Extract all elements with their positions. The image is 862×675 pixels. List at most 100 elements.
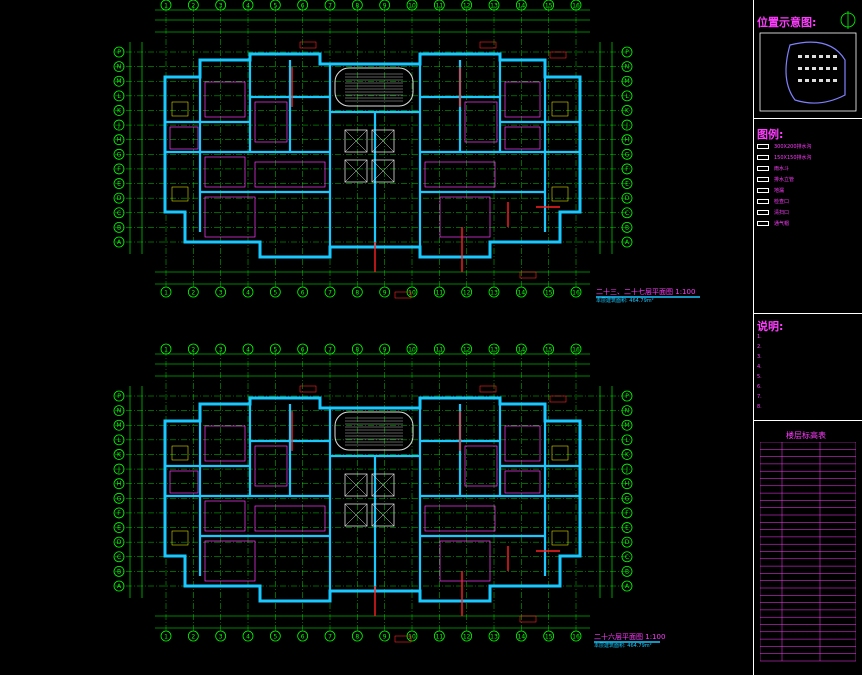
axis-label: 9	[383, 3, 387, 10]
axis-label: E	[625, 525, 629, 532]
plan-subtitle-lower: 本层建筑面积: 464.79m²	[594, 643, 652, 649]
axis-label: E	[117, 525, 121, 532]
site-building	[805, 67, 809, 70]
balcony-hatch	[171, 445, 189, 461]
axis-bubble	[160, 630, 172, 642]
axis-bubble	[621, 507, 633, 519]
axis-bubble	[488, 630, 500, 642]
axis-label: G	[625, 151, 630, 158]
note-item: 2.	[757, 344, 762, 350]
plan-title-lower: 二十六层平面图 1:100	[594, 633, 666, 641]
legend-symbol	[757, 155, 769, 160]
axis-label: 11	[436, 347, 444, 354]
axis-label: D	[117, 195, 122, 202]
site-building	[812, 67, 816, 70]
axis-bubble	[242, 0, 254, 11]
axis-bubble	[621, 449, 633, 460]
axis-label: N	[117, 64, 122, 71]
axis-bubble	[621, 419, 633, 431]
axis-label: 8	[355, 3, 359, 10]
location-heading: 位置示意图:	[757, 16, 817, 29]
legend-symbol	[757, 166, 769, 171]
stair	[334, 67, 414, 107]
site-building	[798, 67, 802, 70]
legend-item: 雨水斗	[757, 165, 789, 172]
axis-bubble	[461, 0, 473, 11]
room-fixture	[254, 161, 326, 188]
building-outline	[163, 396, 582, 603]
axis-bubble	[297, 343, 309, 355]
axis-label: 5	[273, 3, 277, 10]
axis-label: D	[625, 539, 630, 546]
axis-bubble	[621, 390, 633, 402]
axis-label: E	[117, 181, 121, 188]
balcony-hatch	[551, 101, 569, 117]
location-map	[759, 11, 857, 112]
axis-label: 6	[301, 347, 305, 354]
axis-bubble	[621, 105, 633, 116]
site-building	[833, 55, 837, 58]
site-building	[812, 55, 816, 58]
axis-label: 1	[164, 3, 168, 10]
elevator	[344, 473, 368, 497]
axis-bubble	[621, 61, 633, 73]
axis-label: P	[117, 393, 121, 400]
legend-item: 300X200排水沟	[757, 143, 812, 150]
axis-bubble	[621, 163, 633, 175]
axis-label: J	[117, 466, 120, 473]
legend-label: 排水立管	[774, 177, 795, 183]
room-fixture	[504, 470, 541, 494]
axis-label: 13	[490, 3, 498, 10]
axis-bubble	[461, 343, 473, 355]
axis-label: K	[117, 451, 122, 458]
axis-label: 14	[518, 3, 526, 10]
axis-label: P	[625, 393, 629, 400]
axis-bubble	[621, 192, 633, 204]
axis-label: 10	[408, 3, 416, 10]
axis-bubble	[621, 207, 633, 219]
axis-label: 12	[463, 3, 471, 10]
axis-label: 2	[191, 3, 195, 10]
legend-symbol	[757, 221, 769, 226]
axis-label: E	[625, 181, 629, 188]
pipe-tag	[394, 635, 412, 643]
axis-bubble	[113, 192, 125, 204]
axis-label: 16	[572, 3, 580, 10]
axis-label: A	[117, 583, 122, 590]
axis-label: C	[625, 554, 629, 561]
axis-label: 5	[273, 634, 277, 641]
axis-label: 15	[545, 634, 553, 641]
axis-label: F	[117, 510, 121, 517]
legend-heading: 图例:	[757, 128, 784, 141]
axis-bubble	[113, 207, 125, 219]
site-building	[805, 79, 809, 82]
legend-label: 地漏	[774, 188, 785, 194]
axis-label: H	[625, 481, 630, 488]
axis-bubble	[113, 61, 125, 73]
axis-bubble	[269, 343, 281, 355]
axis-bubble	[113, 551, 125, 563]
axis-label: F	[117, 166, 121, 173]
pipe-tag	[549, 51, 567, 59]
axis-label: K	[625, 107, 630, 114]
axis-bubble	[187, 0, 199, 11]
axis-bubble	[570, 630, 582, 642]
axis-bubble	[461, 630, 473, 642]
axis-bubble	[488, 0, 500, 11]
axis-bubble	[113, 105, 125, 116]
axis-bubble	[621, 551, 633, 563]
axis-bubble	[488, 286, 500, 298]
axis-bubble	[433, 343, 445, 355]
axis-label: 10	[408, 634, 416, 641]
pipe-tag	[549, 395, 567, 403]
site-building	[819, 79, 823, 82]
room-fixture	[424, 505, 496, 532]
room-fixture	[169, 126, 199, 150]
note-item: 7.	[757, 394, 762, 400]
axis-bubble	[515, 286, 527, 298]
axis-bubble	[351, 630, 363, 642]
axis-bubble	[113, 580, 125, 592]
axis-bubble	[215, 0, 227, 11]
elevator-x	[344, 473, 368, 497]
axis-label: 3	[219, 347, 223, 354]
